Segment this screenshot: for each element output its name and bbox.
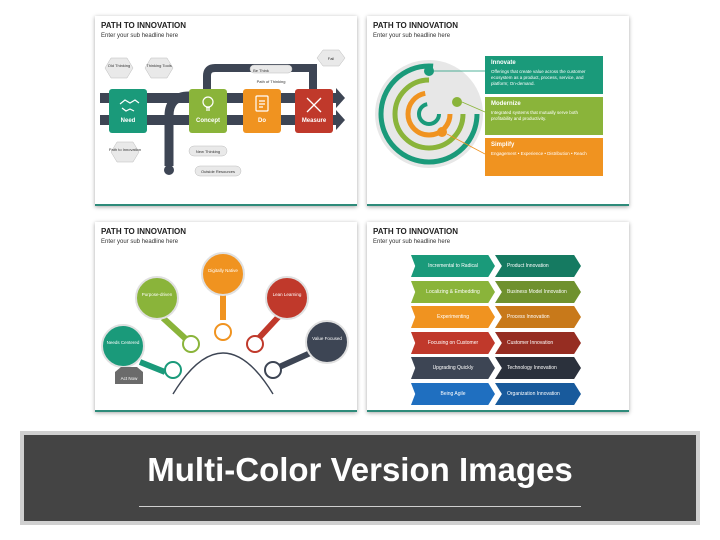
person-icon (164, 361, 182, 379)
slide-path-diagram[interactable]: PATH TO INNOVATION Enter your sub headli… (95, 16, 357, 206)
row-left-label: Focusing on Customer (411, 332, 495, 354)
slide-bubbles[interactable]: PATH TO INNOVATION Enter your sub headli… (95, 222, 357, 412)
simplify-card: Simplify Engagement • Experience • Distr… (485, 138, 603, 176)
tag-label: Outside Resources (201, 169, 235, 174)
row-right-label: Technology Innovation (495, 357, 581, 379)
row-right-label: Customer Innovation (495, 332, 581, 354)
gauge-icon (264, 361, 282, 379)
table-row: Being Agile Organization Innovation (411, 383, 581, 405)
bubble-label: Needs Centered (107, 340, 140, 345)
banner: Multi-Color Version Images (20, 431, 700, 525)
row-left-label: Incremental to Radical (411, 255, 495, 277)
slide-title: PATH TO INNOVATION (373, 227, 459, 236)
innovate-card: Innovate Offerings that create value acr… (485, 56, 603, 94)
tag-label: Path of Thinking (257, 79, 286, 84)
tag-label: Old Thinking (108, 63, 130, 68)
step-concept (189, 89, 227, 133)
lightbulb-icon (202, 96, 214, 111)
tag-label: Path to Innovation (109, 147, 141, 152)
row-right-label: Organization Innovation (495, 383, 581, 405)
bubble-label: Value Focused (312, 336, 342, 341)
banner-title: Multi-Color Version Images (147, 451, 573, 488)
row-left-label: Localizing & Embedding (411, 281, 495, 303)
banner-underline (139, 506, 581, 507)
slide-subtitle: Enter your sub headline here (101, 33, 179, 39)
act-now-label: Act Now (121, 376, 139, 381)
tools-icon (214, 323, 232, 341)
row-right-label: Business Model Innovation (495, 281, 581, 303)
slide-arrow-table[interactable]: PATH TO INNOVATION Enter your sub headli… (367, 222, 629, 412)
concentric-diagram (375, 60, 486, 168)
card-heading: Innovate (491, 60, 516, 66)
slide-subtitle: Enter your sub headline here (373, 33, 451, 39)
step-measure (295, 89, 333, 133)
tag-label: Be Think (253, 68, 269, 73)
card-heading: Simplify (491, 142, 515, 148)
row-right-label: Process Innovation (495, 306, 581, 328)
slide-concentric-cards[interactable]: PATH TO INNOVATION Enter your sub headli… (367, 16, 629, 206)
table-row: Focusing on Customer Customer Innovation (411, 332, 581, 354)
ruler-pencil-icon (306, 97, 322, 113)
brain-icon (246, 335, 264, 353)
handshake-icon (182, 335, 200, 353)
slide-subtitle: Enter your sub headline here (373, 239, 451, 245)
card-text: Offerings that create value across the c… (491, 69, 586, 86)
tag-label: New Thinking (196, 149, 220, 154)
modernize-card: Modernize Integrated systems that mutual… (485, 97, 603, 135)
table-row: Localizing & Embedding Business Model In… (411, 281, 581, 303)
table-row: Experimenting Process Innovation (411, 306, 581, 328)
table-row: Incremental to Radical Product Innovatio… (411, 255, 581, 277)
tag-label: Fail (328, 56, 335, 61)
banner-panel: Multi-Color Version Images (24, 435, 696, 521)
slide-subtitle: Enter your sub headline here (101, 239, 179, 245)
card-heading: Modernize (491, 101, 521, 107)
row-left-label: Being Agile (411, 383, 495, 405)
step-label: Need (121, 118, 136, 124)
card-text: Integrated systems that mutually serve b… (491, 110, 579, 121)
bubble-label: Digitally Native (208, 268, 238, 273)
step-label: Do (258, 118, 266, 124)
slide-title: PATH TO INNOVATION (101, 21, 187, 30)
clipboard-icon (255, 95, 269, 112)
row-left-label: Experimenting (411, 306, 495, 328)
bubble-diagram: Needs Centered Purpose-driven Digitally … (101, 252, 349, 395)
row-right-label: Product Innovation (495, 255, 581, 277)
table-row: Upgrading Quickly Technology Innovation (411, 357, 581, 379)
tag-label: Thinking Tools (146, 63, 172, 68)
slide-title: PATH TO INNOVATION (101, 227, 187, 236)
slide-title: PATH TO INNOVATION (373, 21, 459, 30)
step-label: Measure (302, 118, 327, 124)
handshake-icon (119, 99, 140, 112)
bubble-label: Purpose-driven (142, 292, 173, 297)
step-need (109, 89, 147, 133)
row-left-label: Upgrading Quickly (411, 357, 495, 379)
card-text: Engagement • Experience • Distribution •… (491, 151, 587, 156)
path-diagram: Need Concept Do Measure Old Thinking Thi… (100, 49, 346, 177)
step-label: Concept (196, 118, 220, 124)
bubble-label: Lean Learning (273, 292, 302, 297)
